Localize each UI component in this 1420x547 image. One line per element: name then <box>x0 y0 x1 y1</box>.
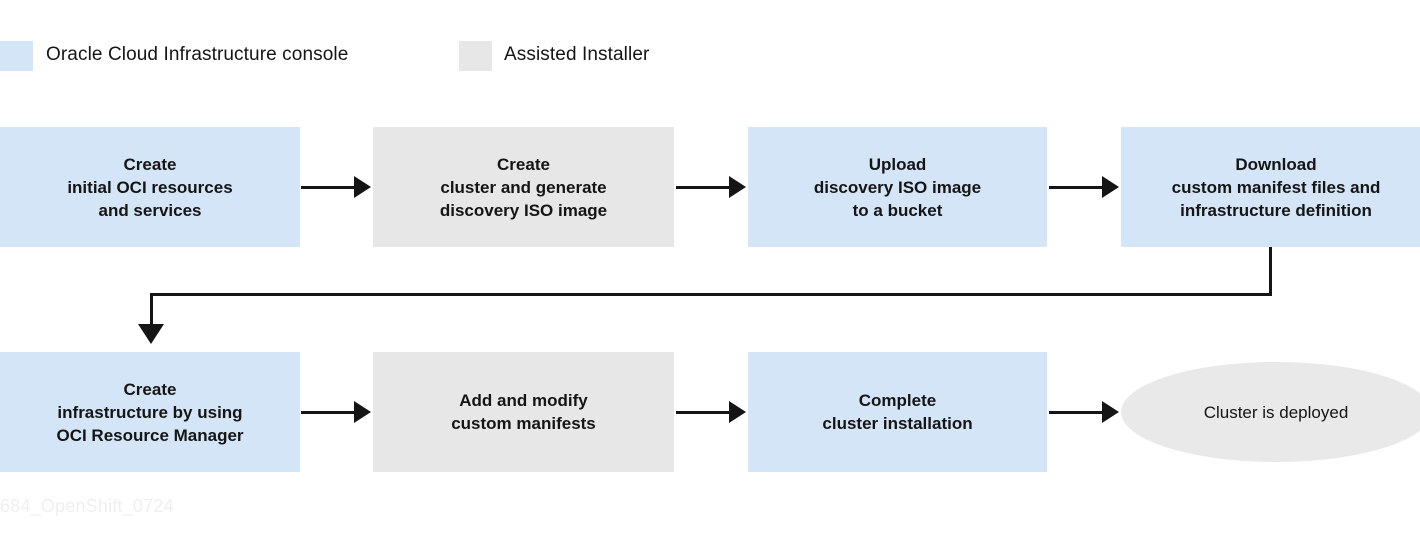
node-text: Create infrastructure by using OCI Resou… <box>8 378 292 447</box>
node-create-initial-oci-resources[interactable]: Create initial OCI resources and service… <box>0 127 300 247</box>
arrow-line-r1-3 <box>1049 186 1104 189</box>
arrow-head-r1-2 <box>729 176 746 198</box>
node-text: Cluster is deployed <box>1129 401 1420 424</box>
legend-label-assisted-installer: Assisted Installer <box>504 44 650 65</box>
node-line: Create <box>123 379 177 399</box>
elbow-vertical-down-to-row2 <box>150 293 153 326</box>
elbow-vertical-down-from-download <box>1269 247 1272 296</box>
node-line: discovery ISO image <box>813 177 982 197</box>
node-line: Cluster is deployed <box>1203 402 1349 422</box>
elbow-horizontal-wrap <box>150 293 1272 296</box>
legend-label-oci-console: Oracle Cloud Infrastructure console <box>46 44 349 65</box>
node-download-custom-manifests[interactable]: Download custom manifest files and infra… <box>1121 127 1420 247</box>
node-create-cluster-generate-iso[interactable]: Create cluster and generate discovery IS… <box>373 127 674 247</box>
node-upload-iso-to-bucket[interactable]: Upload discovery ISO image to a bucket <box>748 127 1047 247</box>
node-text: Add and modify custom manifests <box>381 389 666 435</box>
node-line: custom manifest files and <box>1171 177 1381 197</box>
node-line: Create <box>123 154 177 174</box>
node-text: Complete cluster installation <box>756 389 1039 435</box>
node-text: Upload discovery ISO image to a bucket <box>756 153 1039 222</box>
node-line: infrastructure by using <box>57 402 243 422</box>
node-text: Create initial OCI resources and service… <box>8 153 292 222</box>
node-create-infrastructure-resource-manager[interactable]: Create infrastructure by using OCI Resou… <box>0 352 300 472</box>
node-line: Create <box>497 154 550 174</box>
node-add-modify-custom-manifests[interactable]: Add and modify custom manifests <box>373 352 674 472</box>
node-line: to a bucket <box>852 200 943 220</box>
node-text: Download custom manifest files and infra… <box>1129 153 1420 222</box>
assisted-installer-swatch <box>459 41 492 71</box>
node-line: infrastructure definition <box>1180 200 1372 220</box>
arrow-head-r2-1 <box>354 401 371 423</box>
node-line: custom manifests <box>451 414 596 433</box>
node-line: cluster and generate <box>440 177 607 197</box>
arrow-line-r1-2 <box>676 186 731 189</box>
oci-console-swatch <box>0 41 33 71</box>
arrow-line-r2-1 <box>301 411 356 414</box>
arrow-line-r2-2 <box>676 411 731 414</box>
node-line: Add and modify <box>459 391 588 410</box>
arrow-line-r2-3 <box>1049 411 1104 414</box>
arrow-head-r2-2 <box>729 401 746 423</box>
node-complete-cluster-installation[interactable]: Complete cluster installation <box>748 352 1047 472</box>
node-line: Upload <box>868 154 927 174</box>
node-line: discovery ISO image <box>439 200 608 220</box>
node-line: and services <box>98 200 202 220</box>
node-line: Complete <box>858 391 937 410</box>
node-line: cluster installation <box>822 414 973 433</box>
node-line: Download <box>1235 154 1317 174</box>
arrow-head-down-to-create-infrastructure <box>138 324 164 344</box>
arrow-head-r2-3 <box>1102 401 1119 423</box>
arrow-head-r1-1 <box>354 176 371 198</box>
node-text: Create cluster and generate discovery IS… <box>381 153 666 222</box>
figure-id-footer: 684_OpenShift_0724 <box>0 496 174 516</box>
node-line: OCI Resource Manager <box>56 425 244 445</box>
arrow-head-r1-3 <box>1102 176 1119 198</box>
arrow-line-r1-1 <box>301 186 356 189</box>
node-cluster-is-deployed[interactable]: Cluster is deployed <box>1121 362 1420 462</box>
node-line: initial OCI resources <box>67 177 233 197</box>
